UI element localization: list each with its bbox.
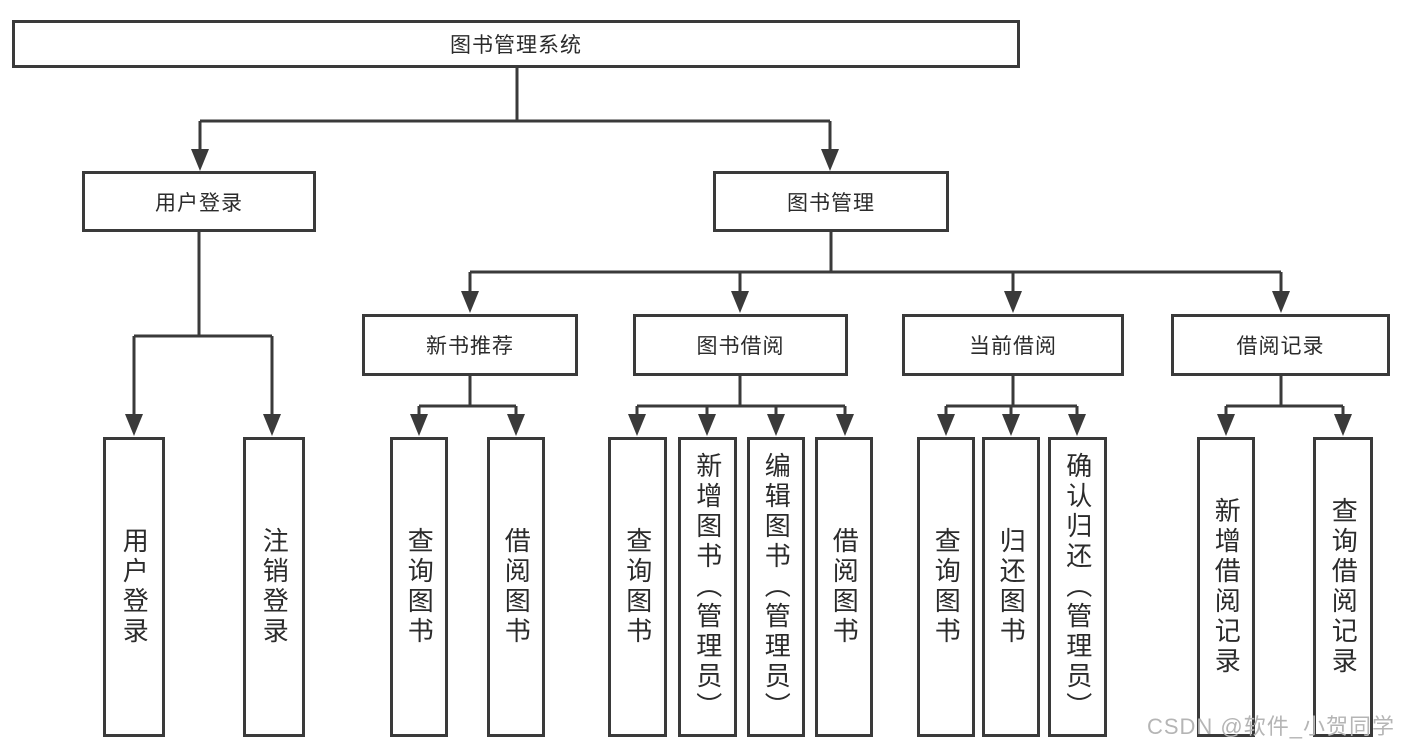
arrowhead-icon — [1334, 414, 1352, 436]
connector-current-borrowing — [937, 376, 1086, 436]
arrowhead-icon — [461, 291, 479, 313]
leaf-logout: 注销登录 — [243, 437, 305, 737]
leaf-current-return-books: 归还图书 — [982, 437, 1040, 737]
node-current-borrowing: 当前借阅 — [902, 314, 1124, 376]
connector-new-book-recommendation — [410, 376, 525, 436]
connector-root-to-level2 — [191, 68, 839, 171]
arrowhead-icon — [507, 414, 525, 436]
arrowhead-icon — [191, 149, 209, 171]
arrowhead-icon — [731, 291, 749, 313]
node-new-book-recommendation: 新书推荐 — [362, 314, 578, 376]
arrowhead-icon — [937, 414, 955, 436]
arrowhead-icon — [767, 414, 785, 436]
connector-book-borrowing — [628, 376, 854, 436]
node-borrowing-records: 借阅记录 — [1171, 314, 1390, 376]
arrowhead-icon — [821, 149, 839, 171]
leaf-current-confirm-return-admin: 确认归还（管理员） — [1048, 437, 1107, 737]
connector-borrowing-records — [1217, 376, 1352, 436]
node-book-management: 图书管理 — [713, 171, 949, 232]
node-book-borrowing: 图书借阅 — [633, 314, 848, 376]
node-library-management-system: 图书管理系统 — [12, 20, 1020, 68]
leaf-borrowing-edit-books-admin: 编辑图书（管理员） — [747, 437, 805, 737]
arrowhead-icon — [698, 414, 716, 436]
arrowhead-icon — [263, 414, 281, 436]
arrowhead-icon — [410, 414, 428, 436]
leaf-borrowing-add-books-admin: 新增图书（管理员） — [678, 437, 737, 737]
arrowhead-icon — [1272, 291, 1290, 313]
connector-user-login — [125, 232, 281, 436]
leaf-current-query-books: 查询图书 — [917, 437, 975, 737]
arrowhead-icon — [1217, 414, 1235, 436]
watermark: CSDN @软件_小贺同学 — [1146, 714, 1395, 739]
leaf-newbook-borrow-books: 借阅图书 — [487, 437, 545, 737]
leaf-borrowing-query-books: 查询图书 — [608, 437, 667, 737]
arrowhead-icon — [1004, 291, 1022, 313]
arrowhead-icon — [628, 414, 646, 436]
arrowhead-icon — [1002, 414, 1020, 436]
arrowhead-icon — [836, 414, 854, 436]
leaf-records-query-record: 查询借阅记录 — [1313, 437, 1373, 737]
leaf-user-login: 用户登录 — [103, 437, 165, 737]
connector-book-management — [461, 232, 1290, 313]
leaf-borrowing-borrow-books: 借阅图书 — [815, 437, 873, 737]
node-user-login: 用户登录 — [82, 171, 316, 232]
leaf-newbook-query-books: 查询图书 — [390, 437, 448, 737]
arrowhead-icon — [125, 414, 143, 436]
leaf-records-add-record: 新增借阅记录 — [1197, 437, 1255, 737]
arrowhead-icon — [1068, 414, 1086, 436]
